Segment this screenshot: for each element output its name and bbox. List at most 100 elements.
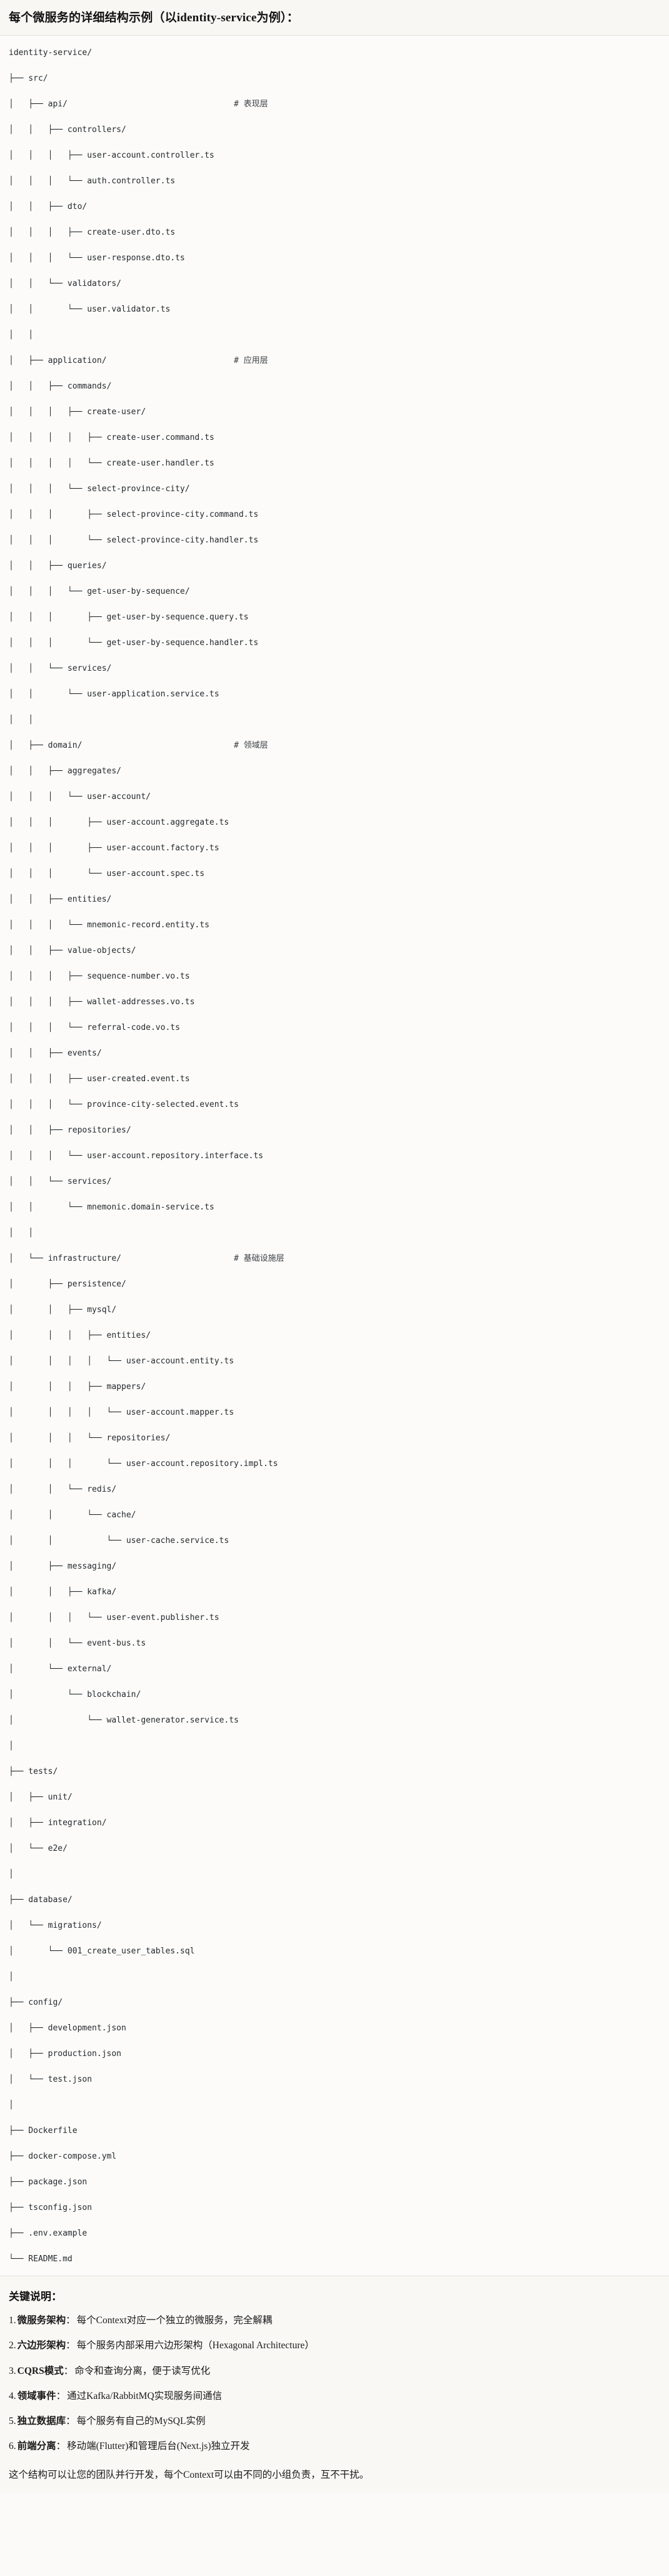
tree-line-comment: # 应用层	[234, 355, 268, 365]
tree-line: │ │ │ └── user-event.publisher.ts	[9, 1612, 219, 1622]
tree-line: ├── tests/	[9, 1766, 58, 1776]
tree-line: │ │ │ ├── wallet-addresses.vo.ts	[9, 997, 195, 1007]
key-note-separator: ：	[66, 2340, 76, 2351]
key-note-term: 独立数据库	[17, 2416, 66, 2427]
key-note-separator: ：	[56, 2441, 66, 2452]
key-note-separator: ：	[66, 2416, 76, 2427]
tree-line: │ │ │ ├── create-user.dto.ts	[9, 227, 176, 237]
tree-line: │ │ │ ├── user-account.factory.ts	[9, 843, 219, 853]
tree-line: └── README.md	[9, 2254, 73, 2264]
tree-line: │ ├── development.json	[9, 2023, 126, 2033]
tree-line: │ │ └── cache/	[9, 1510, 136, 1520]
tree-line: │ │ └── user.validator.ts	[9, 304, 171, 314]
key-note-number: 6.	[9, 2441, 16, 2452]
key-note-term: 前端分离	[17, 2441, 56, 2452]
tree-line: │	[9, 1972, 14, 1982]
key-note-item: 3.CQRS模式：命令和查询分离，便于读写优化	[9, 2364, 660, 2378]
tree-line: │ │ │ ├── get-user-by-sequence.query.ts	[9, 612, 249, 622]
directory-tree: identity-service/ ├── src/ │ ├── api/ # …	[9, 47, 660, 2266]
key-note-item: 5.独立数据库：每个服务有自己的MySQL实例	[9, 2414, 660, 2428]
tree-line: │ │ │ │ ├── create-user.command.ts	[9, 432, 214, 442]
tree-line: │ │ │ └── province-city-selected.event.t…	[9, 1099, 239, 1109]
key-note-number: 1.	[9, 2315, 16, 2326]
tree-line: │ │ │ ├── user-account.aggregate.ts	[9, 817, 229, 827]
tree-line: │ │	[9, 715, 34, 725]
tree-line: identity-service/	[9, 48, 93, 58]
tree-line: │ └── test.json	[9, 2074, 93, 2084]
key-note-separator: ：	[56, 2390, 66, 2401]
key-note-number: 2.	[9, 2340, 16, 2351]
tree-line: │ │ └── services/	[9, 1176, 112, 1186]
closing-paragraph: 这个结构可以让您的团队并行开发，每个Context可以由不同的小组负责，互不干扰…	[9, 2469, 370, 2480]
tree-line: │ │ ├── value-objects/	[9, 945, 136, 955]
tree-line: │ │ │ └── user-account/	[9, 792, 151, 802]
directory-tree-block: identity-service/ ├── src/ │ ├── api/ # …	[0, 35, 669, 2277]
key-note-description: 命令和查询分离，便于读写优化	[74, 2365, 211, 2376]
key-note-description: 移动端(Flutter)和管理后台(Next.js)独立开发	[67, 2441, 250, 2452]
key-note-description: 每个服务有自己的MySQL实例	[76, 2416, 206, 2427]
key-note-item: 2.六边形架构：每个服务内部采用六边形架构（Hexagonal Architec…	[9, 2338, 660, 2353]
tree-line: │ ├── production.json	[9, 2049, 122, 2059]
tree-line: │ │ └── redis/	[9, 1484, 117, 1494]
tree-line: │ │ └── user-cache.service.ts	[9, 1535, 229, 1545]
tree-line: │ ├── application/ # 应用层	[9, 355, 660, 368]
key-note-number: 3.	[9, 2365, 16, 2376]
tree-line: │ └── external/	[9, 1664, 112, 1674]
tree-line: │ └── migrations/	[9, 1920, 102, 1930]
key-note-item: 4.领域事件：通过Kafka/RabbitMQ实现服务间通信	[9, 2389, 660, 2403]
tree-line: │ │ ├── dto/	[9, 201, 88, 211]
tree-line: │ │ ├── commands/	[9, 381, 112, 391]
tree-line: │ └── 001_create_user_tables.sql	[9, 1946, 195, 1956]
tree-line: │ │ │ └── mnemonic-record.entity.ts	[9, 920, 209, 930]
key-note-number: 5.	[9, 2416, 16, 2427]
tree-line-comment: # 表现层	[234, 99, 268, 109]
tree-line-path: │ ├── application/	[9, 355, 234, 365]
tree-line: │	[9, 1869, 14, 1879]
tree-line: │ │ │ └── auth.controller.ts	[9, 176, 176, 186]
tree-line-comment: # 基础设施层	[234, 1253, 284, 1263]
header: 每个微服务的详细结构示例（以identity-service为例）：	[0, 0, 669, 36]
tree-line-path: │ ├── api/	[9, 99, 234, 109]
tree-line: │ │ │ └── user-account.repository.impl.t…	[9, 1459, 278, 1469]
tree-line: ├── Dockerfile	[9, 2125, 78, 2136]
tree-line: │ │ │ │ └── user-account.mapper.ts	[9, 1407, 234, 1417]
tree-line: │ │ └── services/	[9, 663, 112, 673]
tree-line: │ │ │ └── user-account.repository.interf…	[9, 1151, 263, 1161]
key-note-separator: ：	[66, 2315, 76, 2326]
tree-line: ├── .env.example	[9, 2228, 88, 2238]
tree-line: │ │ └── mnemonic.domain-service.ts	[9, 1202, 214, 1212]
tree-line-comment: # 领域层	[234, 740, 268, 750]
tree-line: ├── config/	[9, 1997, 63, 2007]
tree-line: │ │ │ ├── entities/	[9, 1330, 151, 1340]
tree-line: │ │ │ ├── user-created.event.ts	[9, 1074, 190, 1084]
key-note-item: 6.前端分离：移动端(Flutter)和管理后台(Next.js)独立开发	[9, 2439, 660, 2453]
tree-line: │ │ ├── repositories/	[9, 1125, 131, 1135]
tree-line: │ │ ├── controllers/	[9, 125, 126, 135]
tree-line: │ │ │ └── repositories/	[9, 1433, 171, 1443]
tree-line: │	[9, 1741, 14, 1751]
tree-line: │ │ │ └── select-province-city/	[9, 484, 190, 494]
key-note-term: 六边形架构	[17, 2340, 66, 2351]
tree-line: │ │	[9, 330, 34, 340]
tree-line: │ ├── persistence/	[9, 1279, 126, 1289]
tree-line: │ │ ├── events/	[9, 1048, 102, 1058]
tree-line: ├── src/	[9, 73, 48, 83]
page-title: 每个微服务的详细结构示例（以identity-service为例）：	[9, 11, 299, 24]
tree-line: │ │ ├── aggregates/	[9, 766, 122, 776]
tree-line: │ └── wallet-generator.service.ts	[9, 1715, 239, 1725]
tree-line-path: │ └── infrastructure/	[9, 1253, 234, 1263]
tree-line: │ │ │ └── user-account.spec.ts	[9, 868, 205, 878]
tree-line: │ │ ├── queries/	[9, 561, 107, 571]
tree-line: │ ├── messaging/	[9, 1561, 117, 1571]
key-note-term: 领域事件	[17, 2390, 56, 2401]
key-note-number: 4.	[9, 2390, 16, 2401]
tree-line: │ │ │ ├── select-province-city.command.t…	[9, 509, 259, 519]
key-note-term: CQRS模式	[17, 2365, 64, 2376]
tree-line: │ │ ├── mysql/	[9, 1305, 117, 1315]
tree-line: │ │ ├── kafka/	[9, 1587, 117, 1597]
tree-line: │ └── e2e/	[9, 1843, 68, 1853]
tree-line: │ │ └── validators/	[9, 278, 122, 288]
key-notes-title: 关键说明：	[9, 2291, 62, 2303]
